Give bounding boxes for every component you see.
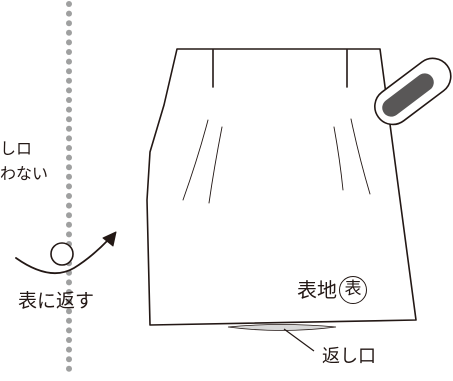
fold-line-dot [66,135,72,142]
skirt-body [146,48,417,326]
left-inner-crease [208,126,223,204]
fold-line-dot [66,29,72,36]
fold-line-dot [66,68,72,75]
return-opening-label: 返し口 [322,346,376,367]
left-fold-crease [182,119,209,201]
fold-line-dot [66,212,72,219]
iron-icon [374,57,452,126]
left-label-line-1: しロ [0,139,33,158]
fold-line-dot [66,39,72,46]
fold-line-dot [66,327,72,334]
fold-line-dot [66,116,72,123]
fold-line-dot [66,164,72,171]
fold-line-dot [66,365,72,372]
fold-line-dot [66,337,72,343]
fold-line-dot [66,356,72,363]
fold-line-dot [66,58,72,65]
fold-line-dot [66,183,72,190]
fold-line-dot [66,289,72,295]
fold-line-dot [66,125,72,132]
fold-line-dot [66,154,72,161]
return-opening-mark [227,324,337,331]
outer-fabric-text: 表地 [297,278,337,302]
fold-line-dot [66,298,72,305]
left-label-line-2: わない [0,164,49,183]
fold-line-dot [66,10,72,17]
fold-line-dot [66,145,72,151]
fold-line-dot [66,97,72,103]
turn-over-arrow-icon [15,231,117,275]
right-fold-crease [350,118,371,195]
right-inner-crease [333,126,344,191]
fold-line-dot [66,77,72,84]
fold-line-dot [66,173,72,180]
outer-fabric-circled-mark: 表 [339,275,367,304]
fold-line-dot [66,106,72,113]
fold-line-dot [66,1,72,7]
fold-line-dot [66,202,72,209]
fold-line-dot [66,317,72,324]
dotted-fold-line [66,1,72,372]
fold-line-dot [66,279,72,286]
fold-line-dot [66,20,72,27]
fold-line-dot [66,346,72,353]
turn-right-side-out-label: 表に返す [18,290,95,312]
return-opening-leader [283,328,315,352]
fold-line-dot [66,193,72,199]
fold-line-dot [66,87,72,94]
fold-line-dot [66,221,72,228]
outer-fabric-label: 表地表 [297,274,367,306]
fold-line-dot [66,49,72,55]
fold-line-dot [66,308,72,315]
fold-line-dot [66,231,72,238]
